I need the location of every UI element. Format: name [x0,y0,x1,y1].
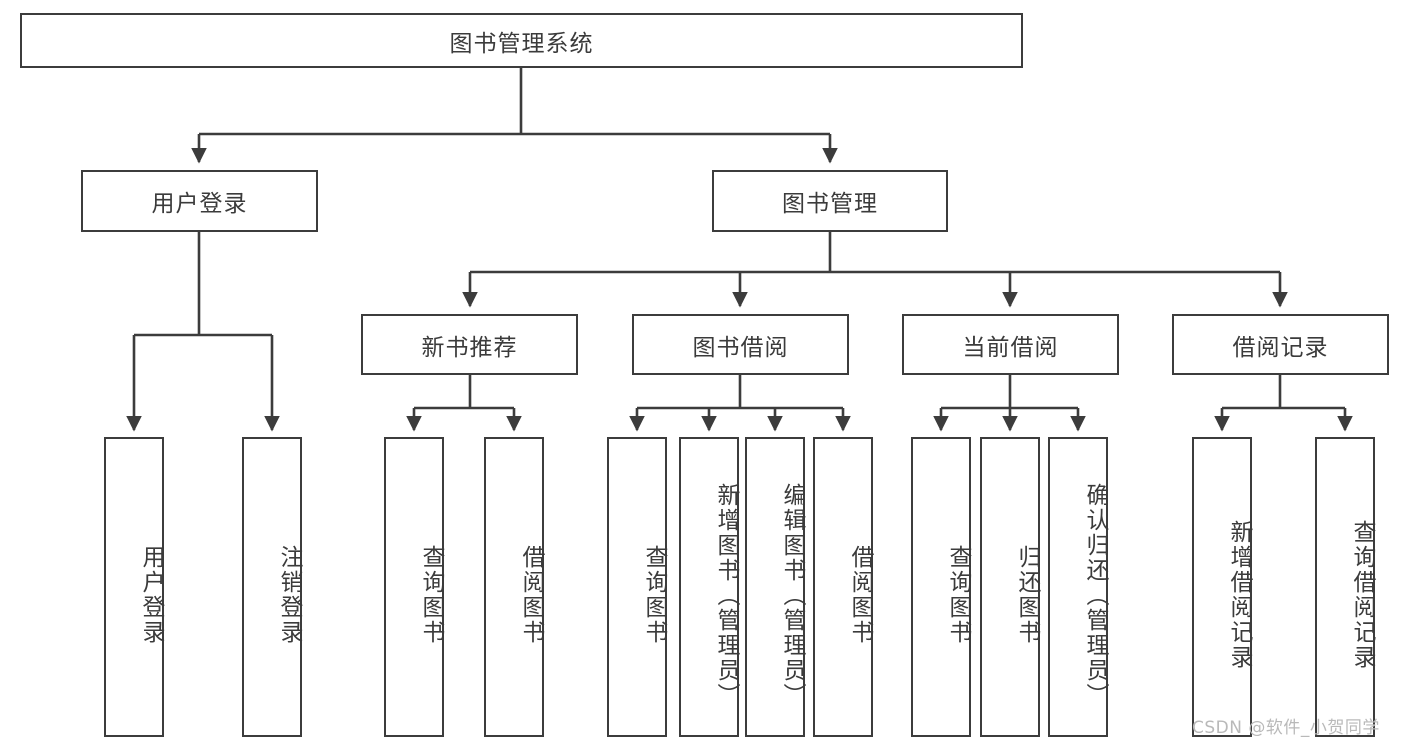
leaf-borrow-add-book[interactable]: 新增图书（管理员） [679,437,739,737]
leaf-label: 查询图书 [418,545,444,645]
leaf-record-query-record[interactable]: 查询借阅记录 [1315,437,1375,737]
node-root-system[interactable]: 图书管理系统 [20,13,1023,68]
leaf-label: 编辑图书（管理员） [779,482,805,708]
leaf-label: 查询借阅记录 [1349,520,1375,670]
leaf-label: 查询图书 [641,545,667,645]
node-new-book-recommend[interactable]: 新书推荐 [361,314,578,375]
leaf-label: 借阅图书 [847,545,873,645]
leaf-current-query-book[interactable]: 查询图书 [911,437,971,737]
leaf-borrow-borrow-book[interactable]: 借阅图书 [813,437,873,737]
leaf-label: 用户登录 [138,545,164,645]
leaf-current-return-book[interactable]: 归还图书 [980,437,1040,737]
leaf-new-book-borrow[interactable]: 借阅图书 [484,437,544,737]
leaf-label: 归还图书 [1014,545,1040,645]
node-user-login[interactable]: 用户登录 [81,170,318,232]
leaf-borrow-query-book[interactable]: 查询图书 [607,437,667,737]
leaf-label: 确认归还（管理员） [1082,482,1108,708]
node-book-borrow[interactable]: 图书借阅 [632,314,849,375]
leaf-new-book-query[interactable]: 查询图书 [384,437,444,737]
leaf-label: 新增图书（管理员） [713,482,739,708]
node-borrow-record[interactable]: 借阅记录 [1172,314,1389,375]
leaf-current-confirm-return[interactable]: 确认归还（管理员） [1048,437,1108,737]
leaf-label: 新增借阅记录 [1226,520,1252,670]
leaf-borrow-edit-book[interactable]: 编辑图书（管理员） [745,437,805,737]
watermark: CSDN @软件_小贺同学 [1192,718,1380,738]
leaf-record-add-record[interactable]: 新增借阅记录 [1192,437,1252,737]
leaf-label: 借阅图书 [518,545,544,645]
leaf-user-login-login[interactable]: 用户登录 [104,437,164,737]
node-book-management[interactable]: 图书管理 [712,170,948,232]
node-current-borrow[interactable]: 当前借阅 [902,314,1119,375]
leaf-label: 查询图书 [945,545,971,645]
leaf-user-login-logout[interactable]: 注销登录 [242,437,302,737]
leaf-label: 注销登录 [276,545,302,645]
